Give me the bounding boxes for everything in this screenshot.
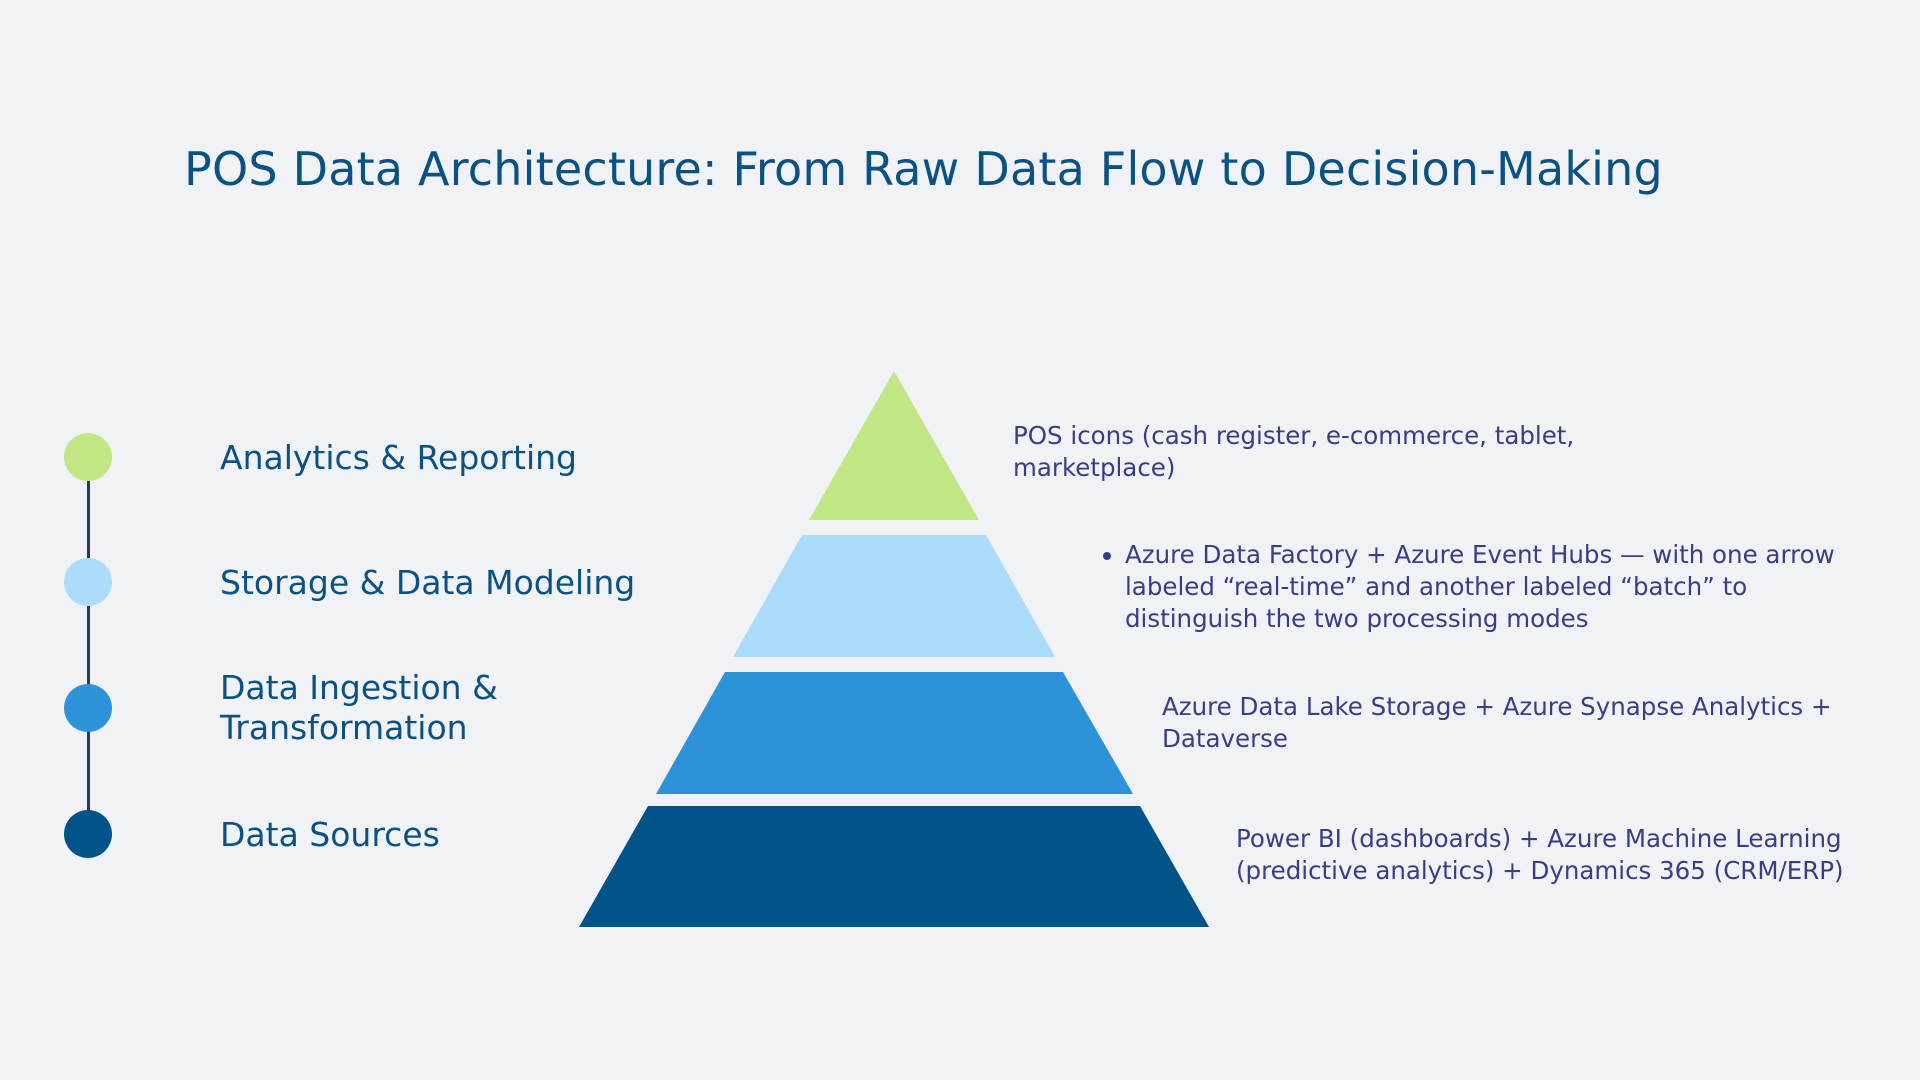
description-level-2-bullet: Azure Data Factory + Azure Event Hubs — … — [1125, 539, 1839, 635]
description-level-3: Azure Data Lake Storage + Azure Synapse … — [1162, 692, 1832, 753]
description-level-1: POS icons (cash register, e-commerce, ta… — [1013, 421, 1575, 482]
layer-label-storage: Storage & Data Modeling — [220, 563, 636, 602]
pyramid-level-3 — [656, 672, 1133, 794]
page-title: POS Data Architecture: From Raw Data Flo… — [184, 142, 1663, 196]
layer-label-analytics: Analytics & Reporting — [220, 438, 577, 477]
pyramid-level-4 — [579, 806, 1209, 927]
pyramid-level-1 — [809, 371, 979, 520]
layer-label-ingestion: Data Ingestion & Transformation — [220, 668, 498, 747]
timeline-dot-ingestion — [64, 684, 112, 732]
timeline-connector — [87, 457, 90, 835]
description-level-4: Power BI (dashboards) + Azure Machine Le… — [1236, 824, 1844, 885]
timeline-dot-sources — [64, 810, 112, 858]
layer-label-sources: Data Sources — [220, 815, 440, 854]
timeline-dot-storage — [64, 558, 112, 606]
pyramid-level-2 — [733, 535, 1055, 657]
description-level-2: Azure Data Factory + Azure Event Hubs — … — [1099, 539, 1839, 635]
timeline-dot-analytics — [64, 433, 112, 481]
